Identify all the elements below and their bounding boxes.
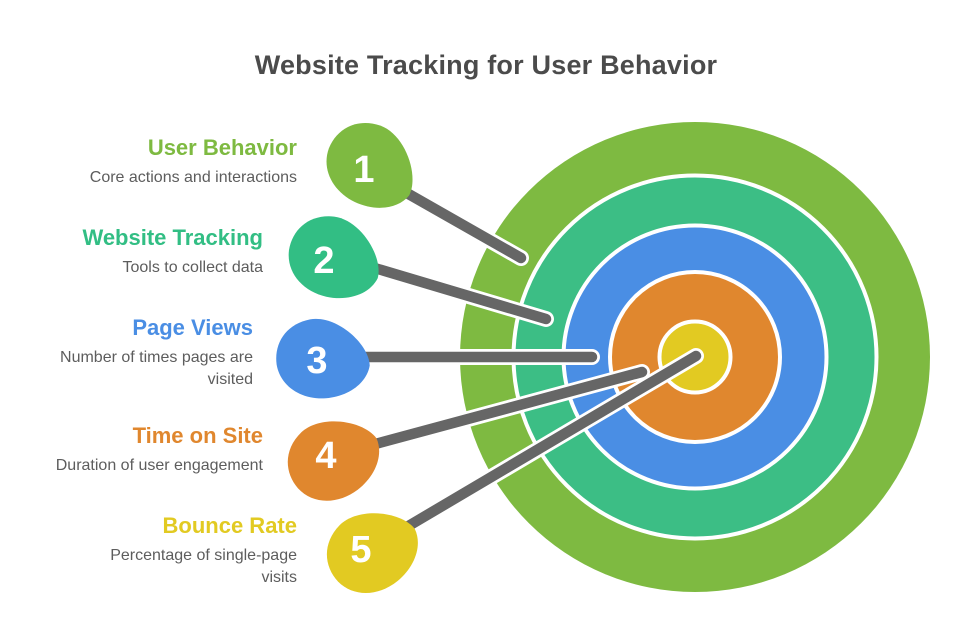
item-description: Duration of user engagement [55,457,263,474]
blob-3 [276,318,370,399]
page-title: Website Tracking for User Behavior [254,50,718,80]
connector-core-4 [362,366,648,452]
item-label: Time on Site [132,423,263,448]
connector-core-2 [362,260,552,325]
list-item-page-views: Page Views Number of times pages are vis… [13,314,253,391]
item-label: Bounce Rate [162,513,297,538]
item-description: Number of times pages are visited [60,349,253,388]
list-item-time-on-site: Time on Site Duration of user engagement [23,422,263,477]
list-item-bounce-rate: Bounce Rate Percentage of single-page vi… [57,512,297,589]
blob-number-4: 4 [315,435,337,477]
blob-5 [327,513,418,593]
number-blobs [276,122,418,593]
connector-line-2 [360,258,554,327]
blob-number-3: 3 [306,340,328,382]
blob-number-5: 5 [350,529,372,571]
blob-2 [288,216,379,299]
connector-lines [344,180,704,539]
item-label: User Behavior [147,135,297,160]
list-item-website-tracking: Website Tracking Tools to collect data [23,224,263,279]
item-label: Page Views [132,315,253,340]
blob-number-2: 2 [313,240,335,282]
list-item-user-behavior: User Behavior Core actions and interacti… [57,134,297,189]
connector-core-5 [394,350,702,537]
item-description: Tools to collect data [122,259,263,276]
blob-4 [287,421,380,501]
item-description: Percentage of single-page visits [110,547,297,586]
connector-core-1 [392,182,527,264]
target-bullseye [460,122,930,592]
connector-line-5 [392,348,704,539]
item-description: Core actions and interactions [89,169,297,186]
connector-line-1 [390,180,529,266]
item-label: Website Tracking [82,225,263,250]
blob-number-1: 1 [353,149,375,191]
blob-1 [326,122,413,208]
connector-line-4 [360,364,650,454]
